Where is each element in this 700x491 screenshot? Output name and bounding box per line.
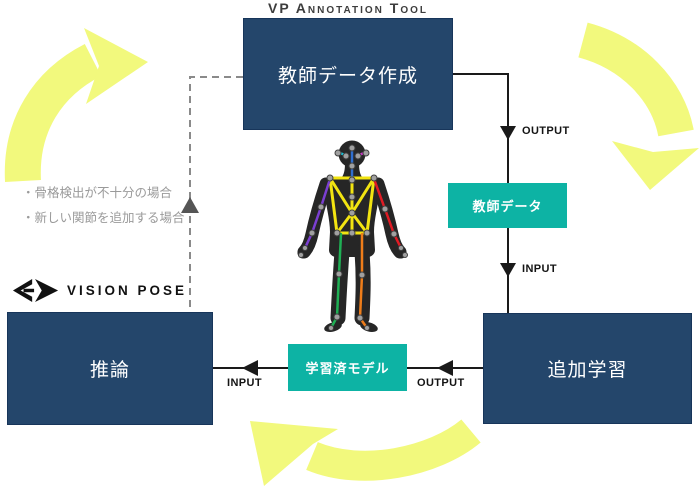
vision-pose-logo: VISION POSE <box>12 276 187 305</box>
node-additional-training: 追加学習 <box>483 313 692 424</box>
label-input-right: INPUT <box>522 263 557 275</box>
note-line: ・新しい関節を追加する場合 <box>22 211 185 225</box>
cycle-arrow-bottom <box>250 419 481 486</box>
node-label: 教師データ <box>472 199 543 214</box>
node-inference: 推論 <box>7 312 213 425</box>
note-line: ・骨格検出が不十分の場合 <box>22 186 173 200</box>
logo-text: VISION POSE <box>67 283 188 298</box>
feedback-dashed-connector <box>189 76 243 312</box>
feedback-arrowhead-up <box>181 197 199 213</box>
node-teacher-data: 教師データ <box>448 183 567 228</box>
vision-pose-logo-icon <box>12 278 59 303</box>
label-output-right: OUTPUT <box>522 125 570 137</box>
node-label: 追加学習 <box>547 360 628 381</box>
node-label: 推論 <box>89 360 130 381</box>
node-trained-model: 学習済モデル <box>288 344 407 391</box>
label-input-bottom: INPUT <box>227 377 262 389</box>
cycle-arrow-top-right <box>577 22 699 190</box>
skeleton-joints <box>298 144 408 331</box>
label-output-bottom: OUTPUT <box>417 377 465 389</box>
cycle-arrow-top-left <box>4 28 148 182</box>
node-teacher-data-creation: 教師データ作成 <box>243 18 453 130</box>
node-label: 教師データ作成 <box>277 65 418 87</box>
connector-arrowheads <box>242 126 516 376</box>
human-pose-figure <box>297 140 408 332</box>
node-label: 学習済モデル <box>305 361 390 376</box>
page-title: VP Annotation Tool <box>268 0 428 16</box>
feedback-notes: ・骨格検出が不十分の場合 ・新しい関節を追加する場合 <box>22 181 185 231</box>
